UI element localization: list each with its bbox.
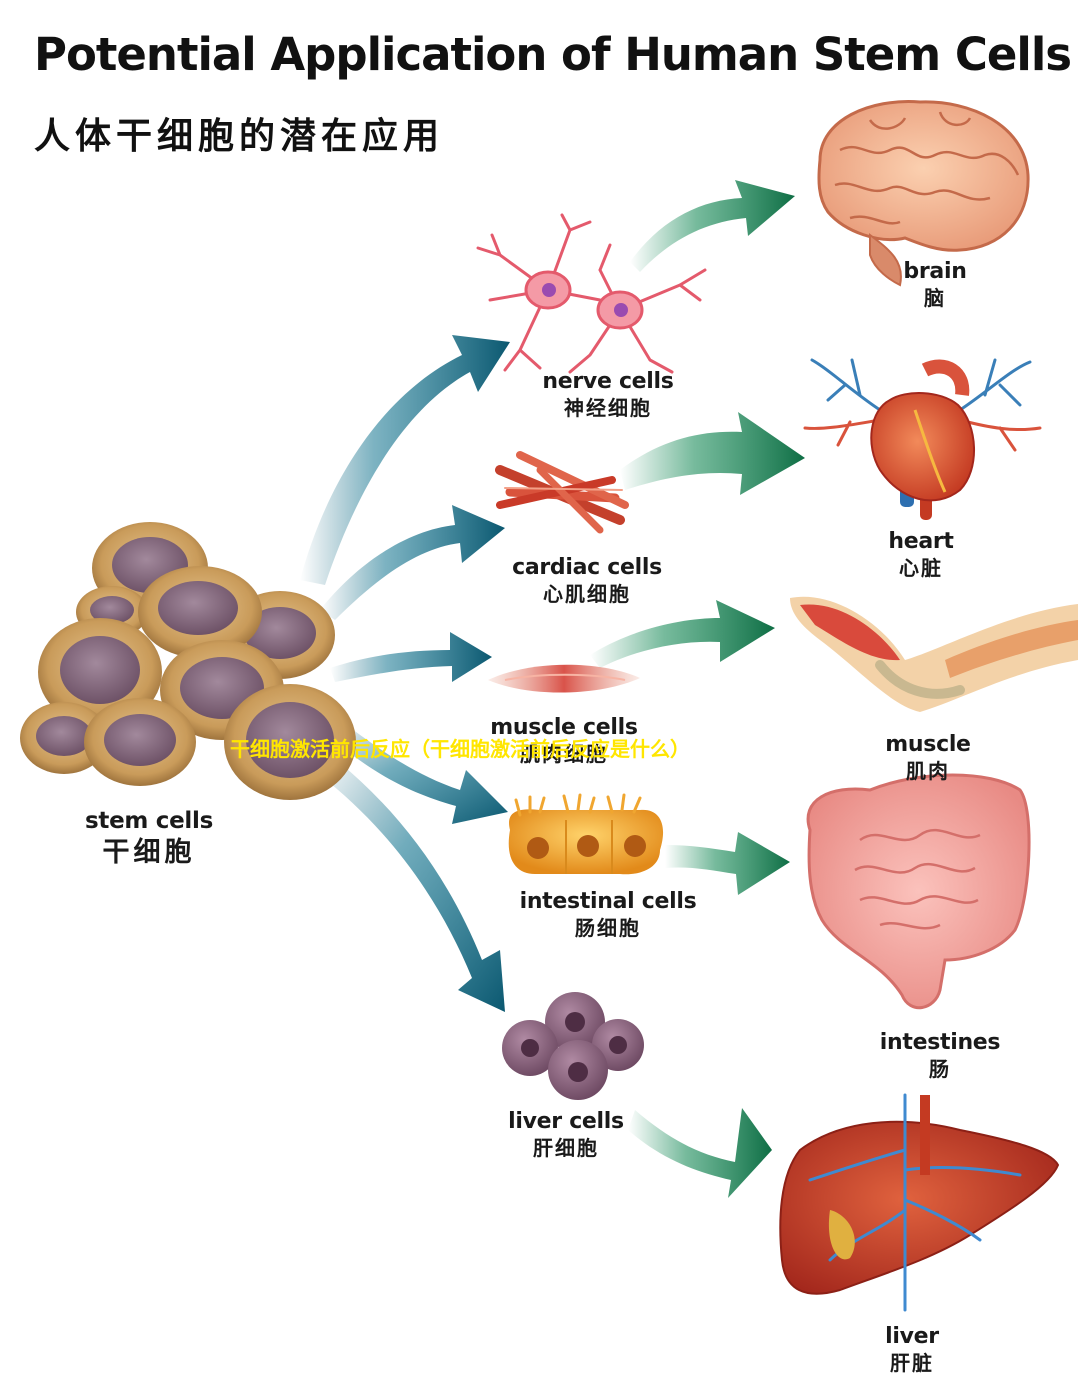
overlay-caption: 干细胞激活前后反应（干细胞激活前后反应是什么） <box>230 737 690 761</box>
stem-cell <box>84 698 196 786</box>
stem-cell <box>20 702 108 774</box>
label-heart: heart 心脏 <box>801 528 1041 581</box>
label-zh: 神经细胞 <box>564 395 652 420</box>
arrow-to-muscle-cells <box>330 632 492 682</box>
brain-illustration <box>817 100 1030 287</box>
muscle-cell-illustration <box>488 664 640 693</box>
stem-cell <box>138 566 262 658</box>
arrows-to-organs <box>590 180 805 1198</box>
label-zh: 心肌细胞 <box>543 581 631 606</box>
muscle-arm-illustration <box>790 596 1078 712</box>
label-zh: 肝脏 <box>890 1350 934 1375</box>
nerve-cells-illustration <box>476 213 707 374</box>
label-muscle-cells: muscle cells 肌肉细胞 <box>444 714 684 767</box>
heart-illustration <box>803 358 1042 520</box>
label-muscle: muscle 肌肉 <box>808 731 1048 784</box>
arrow-to-nerve-cells <box>300 335 510 585</box>
label-zh: 肝细胞 <box>533 1135 599 1160</box>
arrow-to-liver-cells <box>320 755 505 1012</box>
label-zh: 心脏 <box>899 555 943 580</box>
label-en: intestines <box>879 1030 1001 1055</box>
liver-cells-illustration <box>502 992 644 1100</box>
label-zh: 干细胞 <box>102 836 196 868</box>
arrow-to-heart <box>620 412 805 495</box>
label-en: muscle cells <box>490 715 638 740</box>
arrow-to-liver <box>628 1108 772 1198</box>
arrows-to-cells <box>300 335 510 1012</box>
label-intestinal-cells: intestinal cells 肠细胞 <box>488 888 728 941</box>
label-en: liver cells <box>508 1109 624 1134</box>
arrow-to-muscle <box>590 600 775 668</box>
label-zh: 肠细胞 <box>575 915 641 940</box>
label-en: brain <box>903 259 967 284</box>
label-brain: brain 脑 <box>815 258 1055 311</box>
label-nerve-cells: nerve cells 神经细胞 <box>488 368 728 421</box>
liver-illustration <box>779 1093 1060 1312</box>
label-en: liver <box>885 1324 939 1349</box>
arrow-to-intestinal-cells <box>333 720 508 824</box>
arrow-to-brain <box>630 180 795 272</box>
label-en: heart <box>888 529 954 554</box>
label-en: nerve cells <box>542 369 674 394</box>
label-stem-cells: stem cells 干细胞 <box>29 807 269 870</box>
label-intestines: intestines 肠 <box>820 1029 1060 1082</box>
label-en: intestinal cells <box>519 889 697 914</box>
intestinal-cells-illustration <box>508 793 664 875</box>
label-en: stem cells <box>85 808 213 834</box>
cardiac-cells-illustration <box>495 451 629 534</box>
stem-cell <box>224 684 356 800</box>
intestines-illustration <box>806 773 1031 1010</box>
stem-cell-cluster <box>20 522 356 800</box>
label-zh: 肌肉 <box>906 758 950 783</box>
label-en: cardiac cells <box>512 555 662 580</box>
label-zh: 肌肉细胞 <box>520 741 608 766</box>
page-subtitle: 人体干细胞的潜在应用 <box>34 116 445 157</box>
label-cardiac-cells: cardiac cells 心肌细胞 <box>467 554 707 607</box>
page-title: Potential Application of Human Stem Cell… <box>34 28 1072 81</box>
label-liver-cells: liver cells 肝细胞 <box>446 1108 686 1161</box>
label-zh: 脑 <box>924 285 946 310</box>
label-en: muscle <box>885 732 971 757</box>
label-liver: liver 肝脏 <box>792 1323 1032 1376</box>
label-zh: 肠 <box>929 1056 951 1081</box>
arrow-to-cardiac-cells <box>320 505 505 620</box>
arrow-to-intestines <box>665 832 790 895</box>
